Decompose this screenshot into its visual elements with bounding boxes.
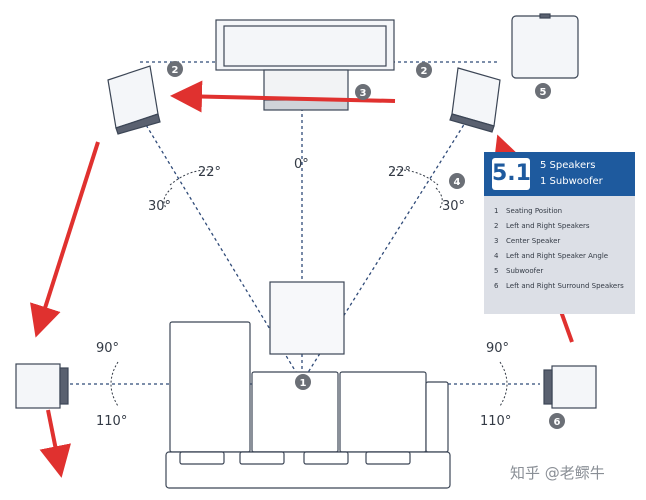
sofa: [165, 281, 451, 489]
angle-right-90: 90°: [486, 341, 509, 356]
svg-text:2: 2: [172, 65, 179, 76]
angle-left-110: 110°: [96, 414, 127, 429]
legend-badge: 5.1: [492, 158, 531, 190]
front-right-speaker: [449, 67, 501, 133]
marker-2-left: 2: [167, 61, 183, 77]
watermark-text: 知乎 @老鳏牛: [510, 464, 605, 482]
arc-left-90-110: [110, 361, 119, 407]
right-surround-speaker: [543, 365, 597, 409]
angle-left-90: 90°: [96, 341, 119, 356]
arrow-left-down: [30, 141, 100, 338]
arrow-center-to-left: [170, 80, 396, 113]
marker-6: 6: [549, 413, 565, 429]
front-left-speaker: [107, 65, 161, 135]
marker-4: 4: [449, 173, 465, 189]
arc-right-90-110: [499, 361, 508, 407]
arc-left-22: [169, 169, 215, 186]
svg-text:4: 4: [454, 177, 461, 188]
legend-title-line1: 5 Speakers: [540, 160, 596, 171]
angle-right-22: 22°: [388, 165, 411, 180]
svg-text:6: 6: [554, 417, 561, 428]
marker-1: 1: [295, 374, 311, 390]
svg-text:1: 1: [300, 378, 307, 389]
left-surround-speaker: [15, 363, 69, 409]
subwoofer: [511, 13, 579, 79]
marker-3: 3: [355, 84, 371, 100]
angle-left-22: 22°: [198, 165, 221, 180]
arrow-surround-down: [39, 409, 71, 478]
svg-text:5: 5: [540, 87, 547, 98]
legend-header: 5.1 5 Speakers 1 Subwoofer: [484, 152, 635, 196]
svg-text:3: 3: [360, 88, 367, 99]
marker-2-right: 2: [416, 62, 432, 78]
angle-arcs: [110, 169, 508, 407]
angle-right-30: 30°: [442, 199, 465, 214]
marker-5: 5: [535, 83, 551, 99]
angle-0: 0°: [294, 157, 309, 172]
arc-left-30: [163, 187, 173, 209]
arc-right-22: [391, 169, 439, 186]
right-speaker-line: [301, 114, 471, 383]
arc-right-30: [435, 187, 443, 209]
angle-right-110: 110°: [480, 414, 511, 429]
legend-title-line2: 1 Subwoofer: [540, 176, 603, 187]
angle-left-30: 30°: [148, 199, 171, 214]
svg-text:2: 2: [421, 66, 428, 77]
tv-screen: [215, 19, 395, 111]
coffee-table: [269, 281, 345, 355]
